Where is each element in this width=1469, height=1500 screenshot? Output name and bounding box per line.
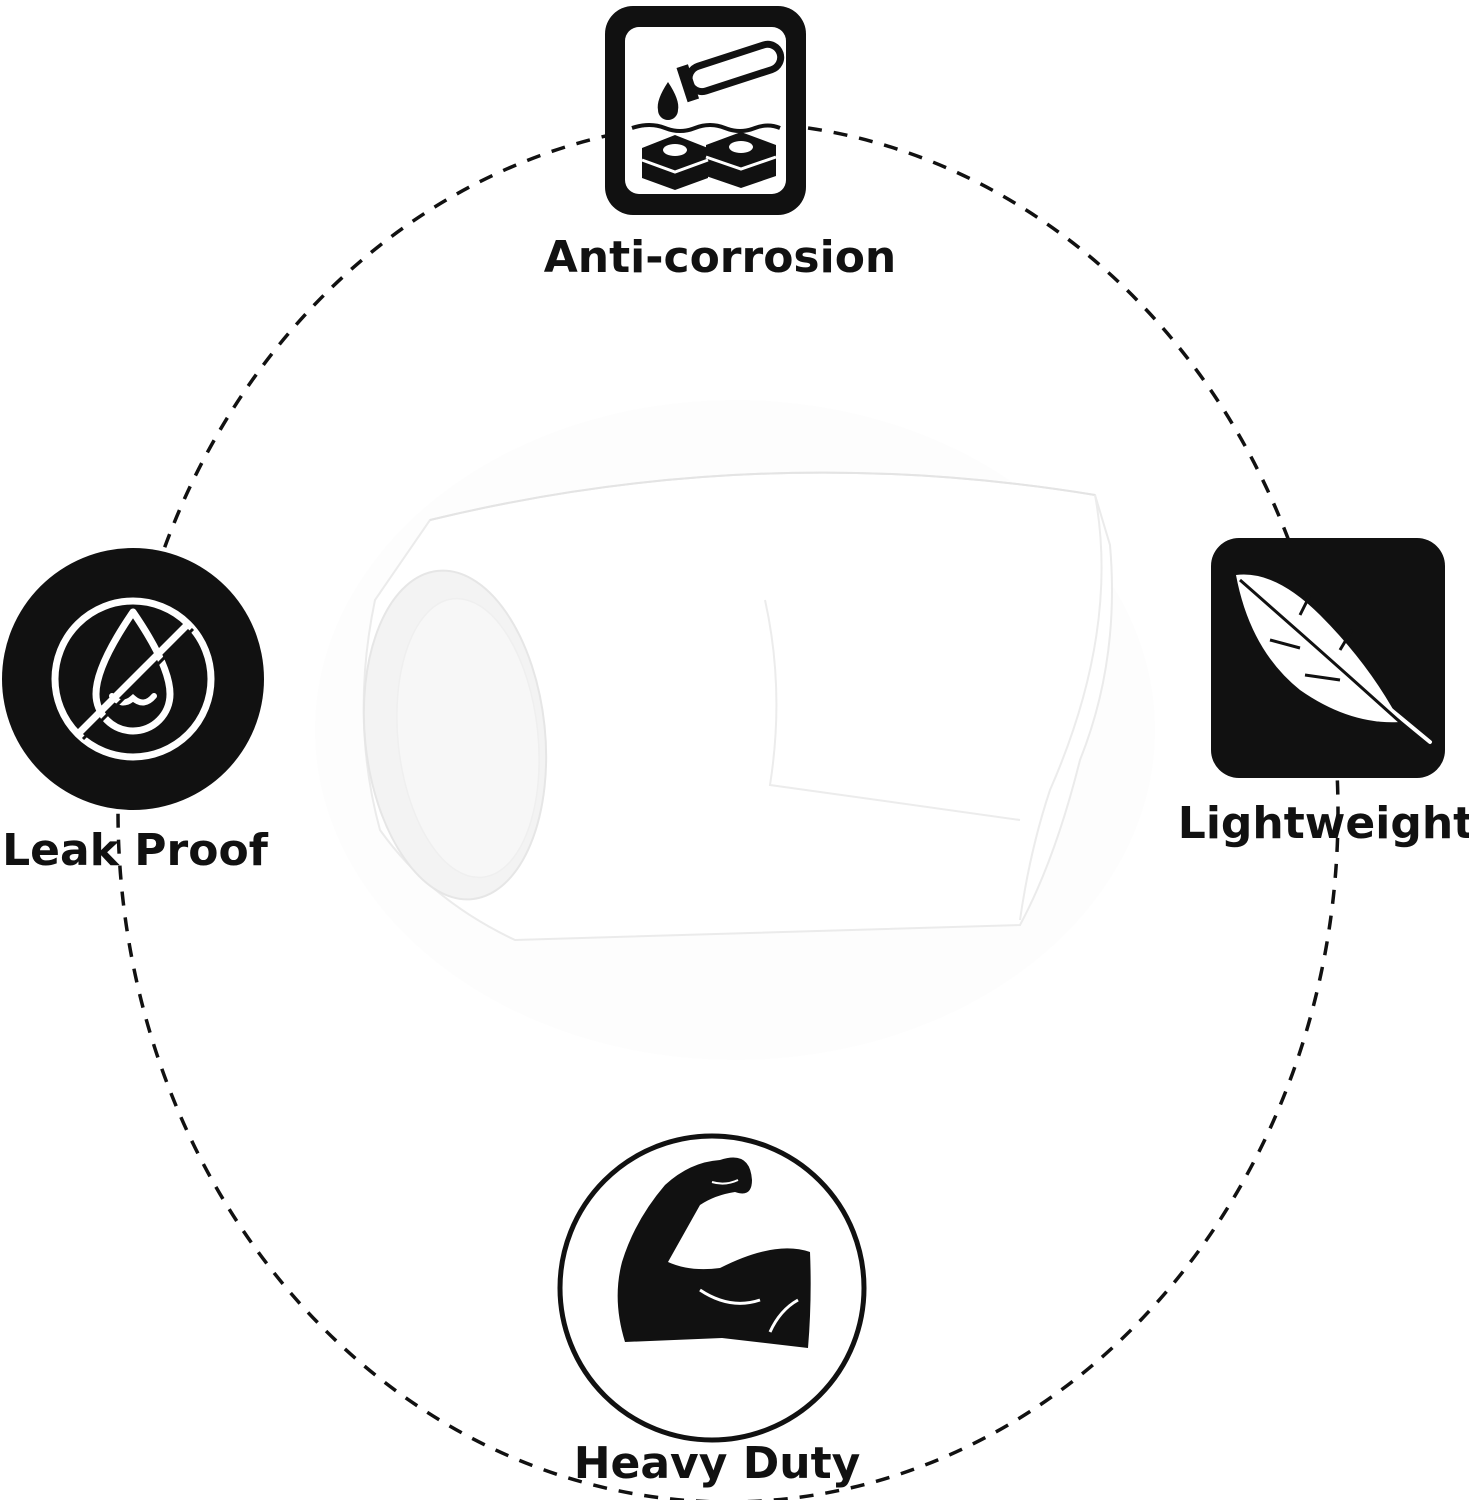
flexed-arm-icon bbox=[557, 1133, 867, 1443]
label-anti-corrosion: Anti-corrosion bbox=[543, 232, 897, 283]
dashed-ring bbox=[116, 120, 1340, 1500]
leak-proof-icon bbox=[2, 548, 264, 810]
anti-corrosion-icon bbox=[605, 6, 806, 215]
label-heavy-duty: Heavy Duty bbox=[573, 1438, 861, 1489]
pvc-elbow-fitting bbox=[315, 400, 1155, 1060]
label-lightweight: Lightweight bbox=[1177, 798, 1469, 849]
label-leak-proof: Leak Proof bbox=[2, 825, 268, 876]
feather-icon bbox=[1211, 538, 1445, 778]
